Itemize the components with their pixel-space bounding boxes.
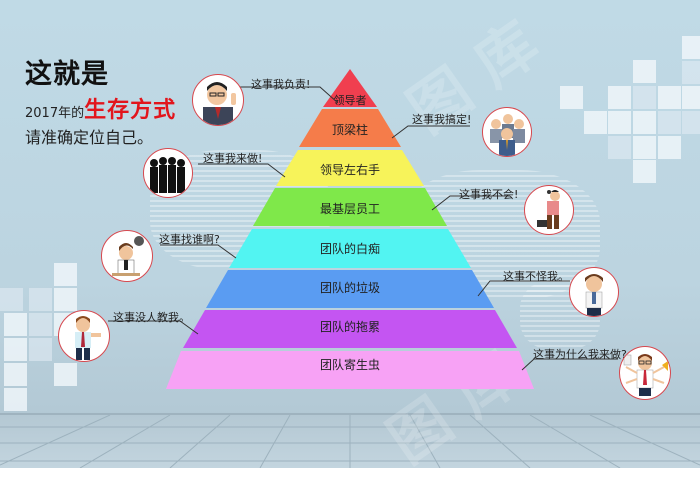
- pyramid-layer-3: [276, 150, 424, 186]
- callout-text-7: 这事没人教我。: [113, 311, 190, 324]
- callout-text-3: 这事我来做!: [203, 152, 263, 165]
- pyramid-layer-1: [323, 69, 377, 107]
- callout-text-6: 这事不怪我。: [503, 270, 569, 283]
- pyramid-label-5: 团队的白痴: [319, 242, 380, 256]
- callout-text-8: 这事为什么我来做?: [533, 348, 627, 361]
- callout-text-1: 这事我负责!: [251, 78, 311, 91]
- team-group-icon: [482, 107, 532, 157]
- heading-title: 这就是: [25, 59, 109, 90]
- heading-highlight: 生存方式: [84, 98, 177, 123]
- callout-text-2: 这事我搞定!: [412, 113, 472, 126]
- pyramid-layer-2: [299, 109, 401, 147]
- pyramid-layer-8: [166, 351, 534, 389]
- callout-connectors: [108, 86, 618, 371]
- pyramid-layer-5: [229, 229, 471, 268]
- pyramid-layer-4: [253, 188, 447, 226]
- confused-man-icon: [101, 230, 153, 282]
- pyramid-label-8: 团队寄生虫: [319, 358, 380, 372]
- silhouette-team-icon: [143, 148, 193, 198]
- pyramid-layer-6: [206, 270, 494, 308]
- pyramid-label-6: 团队的垃圾: [319, 281, 380, 295]
- pyramid-label-3: 领导左右手: [319, 163, 380, 177]
- heading-tagline: 请准确定位自己。: [25, 128, 154, 147]
- pyramid: [166, 69, 534, 389]
- callout-text-4: 这事我不会!: [459, 188, 519, 201]
- pyramid-label-1: 领导者: [333, 94, 367, 107]
- pyramid-layer-7: [183, 310, 517, 348]
- multitasking-man-icon: [619, 346, 671, 400]
- frustrated-worker-icon: [524, 185, 574, 235]
- floor: [0, 413, 700, 468]
- heading-subtitle: 2017年的生存方式: [25, 92, 176, 124]
- shocked-man-icon: [569, 267, 619, 317]
- callout-text-5: 这事找谁啊?: [159, 233, 220, 246]
- heading-year-text: 2017年的: [25, 106, 85, 121]
- pyramid-label-2: 顶梁柱: [331, 123, 368, 137]
- pyramid-label-7: 团队的拖累: [319, 320, 380, 334]
- shrugging-man-icon: [58, 310, 110, 362]
- leader-thumbs-up-icon: [192, 74, 244, 126]
- pyramid-label-4: 最基层员工: [319, 202, 380, 216]
